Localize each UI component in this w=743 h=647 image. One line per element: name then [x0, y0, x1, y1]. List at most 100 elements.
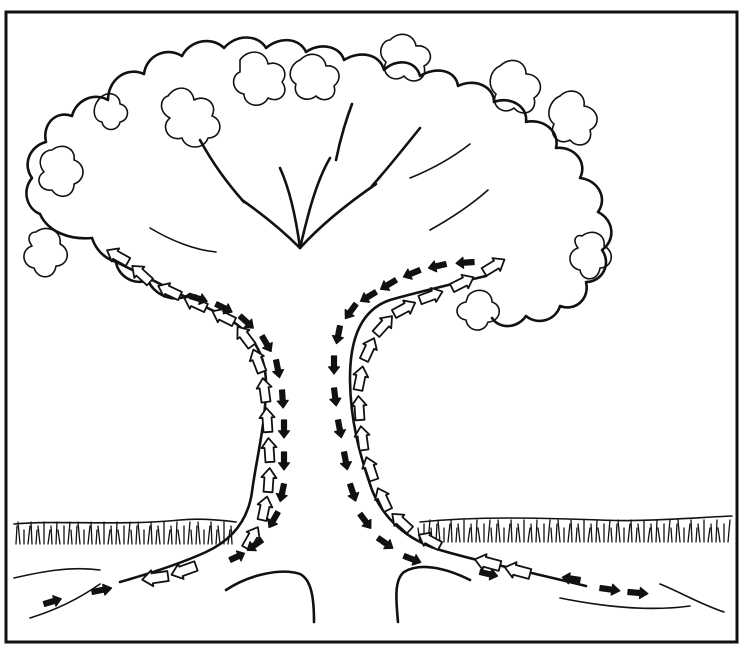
- grass-blade: [478, 528, 480, 542]
- grass-blade: [636, 528, 637, 542]
- grass-blade: [628, 524, 630, 542]
- grass-blade: [188, 522, 190, 544]
- grass-blade: [108, 530, 110, 544]
- grass-blade: [631, 520, 632, 542]
- open-arrow: [473, 552, 502, 574]
- grass-blade: [88, 526, 90, 544]
- grass-blade: [531, 524, 532, 542]
- grass-blade: [648, 528, 650, 542]
- grass-blade: [656, 520, 657, 542]
- grass-blade: [658, 528, 660, 542]
- grass-blade: [468, 528, 470, 542]
- grass-blade: [728, 520, 730, 542]
- solid-arrow: [628, 587, 649, 600]
- grass-blade: [638, 524, 640, 542]
- grass-blade: [96, 530, 97, 544]
- grass-blade: [718, 528, 720, 542]
- grass-blade: [71, 530, 72, 544]
- grass-blade: [568, 524, 570, 542]
- grass-blade: [668, 520, 670, 542]
- open-arrow: [371, 485, 395, 513]
- grass-blade: [218, 526, 220, 544]
- grass-blade: [36, 530, 37, 544]
- grass-blade: [496, 524, 497, 542]
- grass-blade: [68, 522, 70, 544]
- solid-arrow: [331, 325, 345, 345]
- grass-blade: [571, 520, 572, 542]
- open-arrow: [357, 335, 381, 363]
- grass-blade: [16, 526, 17, 544]
- solid-arrow: [279, 452, 290, 470]
- grass-blade: [671, 528, 672, 542]
- grass-blade: [451, 520, 452, 542]
- solid-arrow: [358, 287, 379, 306]
- open-arrow: [370, 311, 397, 339]
- grass-blade: [691, 520, 692, 542]
- grass-blade: [48, 530, 50, 544]
- solid-arrow: [401, 265, 422, 282]
- grass-blade: [191, 530, 192, 544]
- grass-blade: [168, 530, 170, 544]
- grass-blade: [216, 530, 217, 544]
- grass-blade: [516, 528, 517, 542]
- grass-blade: [198, 522, 200, 544]
- grass-blade: [616, 524, 617, 542]
- grass-blade: [536, 520, 537, 542]
- grass-blade: [211, 522, 212, 544]
- grass-blade: [76, 526, 77, 544]
- grass-blade: [708, 528, 710, 542]
- grass-blade: [131, 530, 132, 544]
- grass-blade: [138, 522, 140, 544]
- grass-blade: [151, 522, 152, 544]
- grass-blade: [448, 524, 450, 542]
- grass-blade: [651, 524, 652, 542]
- open-arrow: [480, 253, 508, 278]
- grass-blade: [491, 528, 492, 542]
- grass-blade: [231, 526, 232, 544]
- grass-blade: [711, 524, 712, 542]
- grass-blade: [676, 524, 677, 542]
- grass-blade: [458, 524, 460, 542]
- solid-arrow: [271, 359, 285, 379]
- grass-blade: [556, 524, 557, 542]
- grass-blade: [611, 528, 612, 542]
- grass-blade: [208, 526, 210, 544]
- grass-blade: [678, 520, 680, 542]
- grass-blade: [576, 528, 577, 542]
- grass-blade: [518, 524, 520, 542]
- grass-blade: [148, 526, 150, 544]
- grass-blade: [78, 522, 80, 544]
- grass-blade: [98, 526, 100, 544]
- grass-blade: [696, 528, 697, 542]
- open-arrow: [351, 365, 370, 391]
- grass-blade: [118, 530, 120, 544]
- grass-blade: [538, 528, 540, 542]
- grass-blade: [58, 530, 60, 544]
- solid-arrow: [599, 583, 620, 597]
- grass-blade: [176, 522, 177, 544]
- grass-blade: [488, 520, 490, 542]
- solid-arrow: [228, 548, 247, 565]
- grass-blade: [136, 526, 137, 544]
- grass-blade: [18, 522, 20, 544]
- grass-blade: [578, 524, 580, 542]
- grass-blade: [548, 520, 550, 542]
- grass-blade: [688, 524, 690, 542]
- grass-blade: [591, 524, 592, 542]
- grass-blade: [51, 526, 52, 544]
- grass-blade: [508, 524, 510, 542]
- grass-blade: [91, 522, 92, 544]
- grass-blade: [558, 520, 560, 542]
- grass-blade: [171, 526, 172, 544]
- solid-arrow: [456, 257, 475, 269]
- open-arrow: [503, 560, 532, 582]
- solid-arrow: [345, 482, 361, 503]
- solid-arrow: [329, 387, 342, 406]
- solid-arrow: [402, 551, 423, 568]
- grass-blade: [596, 520, 597, 542]
- grass-blade: [456, 528, 457, 542]
- grass-blade: [438, 520, 440, 542]
- tree-branches: [150, 104, 488, 252]
